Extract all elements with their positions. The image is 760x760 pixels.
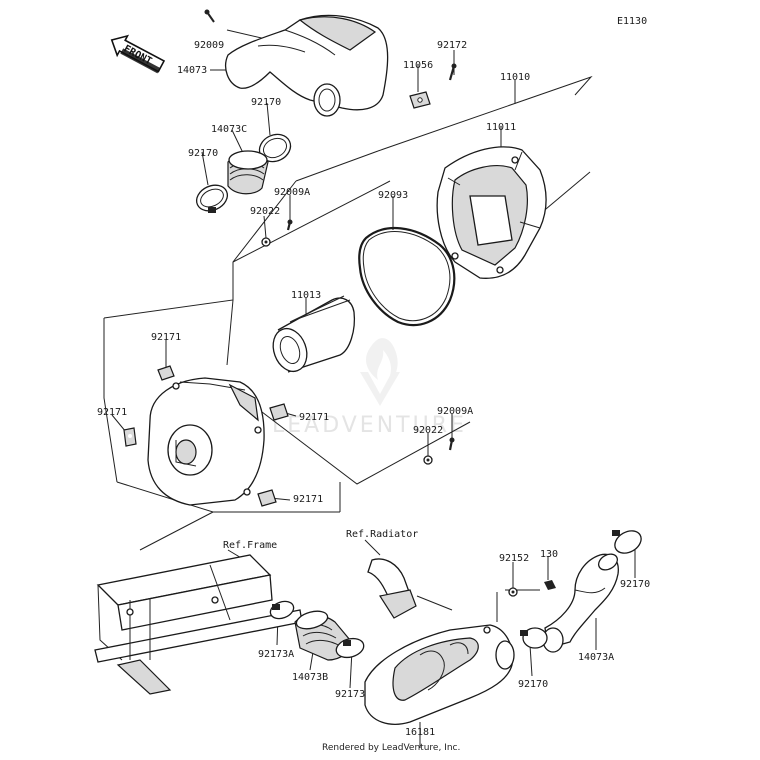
part-label: 92173 [335,689,365,700]
part-label: 11013 [291,290,321,301]
frame-reference [94,554,303,695]
part-label: 14073C [211,124,247,135]
clip-92171-a [157,365,175,381]
clip-92171-d [257,489,277,507]
washer-92022-upper [261,237,271,247]
ref-frame-label: Ref.Frame [223,540,277,551]
part-label: 92009 [194,40,224,51]
part-label: 92170 [251,97,281,108]
bolt-130 [544,580,556,590]
part-label: 92152 [499,553,529,564]
part-labels: 92009 14073 11056 92172 11010 11011 9217… [97,40,650,738]
part-label: 11056 [403,60,433,71]
part-label: 92009A [437,406,473,417]
part-label: 92093 [378,190,408,201]
bolt-92009a-lower [448,437,455,451]
washer-92152 [508,587,518,597]
part-label: 92171 [151,332,181,343]
part-label: 92022 [250,206,280,217]
seal-92093 [358,226,456,327]
bolt-92009a-upper [286,219,293,231]
part-label: 92172 [437,40,467,51]
part-label: 92171 [299,412,329,423]
screw-92172 [448,63,457,81]
part-label: 14073B [292,672,328,683]
part-label: 11010 [500,72,530,83]
part-label-16181: 16181 [405,727,435,738]
part-label: 92170 [518,679,548,690]
part-label: 14073 [177,65,207,76]
part-label: 92009A [274,187,310,198]
filter-element-11013 [272,295,356,373]
duct-14073a [542,553,619,653]
radiator-reference [367,558,417,619]
washer-92022-lower [423,455,433,465]
clamp-92170-upper [258,133,292,163]
part-label: 14073A [578,652,614,663]
clamp-92170-right [612,530,642,554]
silencer-16181 [364,624,515,725]
intake-duct-14073 [225,14,389,117]
part-label: 11011 [486,122,516,133]
clamp-92170-bottom [520,627,548,649]
diagram-code: E1130 [617,16,647,27]
air-cleaner-cover [147,377,265,506]
part-label: 130 [540,549,558,560]
air-cleaner-housing-11011 [436,146,547,279]
clamp-92173a [269,600,295,620]
part-label: 92170 [188,148,218,159]
bolt-92009 [204,9,215,23]
ref-radiator-label: Ref.Radiator [346,529,418,540]
part-label: 92173A [258,649,294,660]
front-arrow-icon: FRONT [110,34,166,74]
part-label: 92171 [97,407,127,418]
clamp-92170-left [195,184,229,213]
part-label: 92022 [413,425,443,436]
clip-92171-c [269,403,289,421]
clip-92171-b [123,427,137,447]
clamp-92173 [335,637,365,659]
coupling-14073c [227,150,269,195]
watermark-text: LEADVENTURE [272,413,467,438]
part-label: 92171 [293,494,323,505]
footer-credit: Rendered by LeadVenture, Inc. [322,743,460,753]
bracket-11056 [409,91,431,109]
part-label: 92170 [620,579,650,590]
watermark-logo [360,338,400,406]
